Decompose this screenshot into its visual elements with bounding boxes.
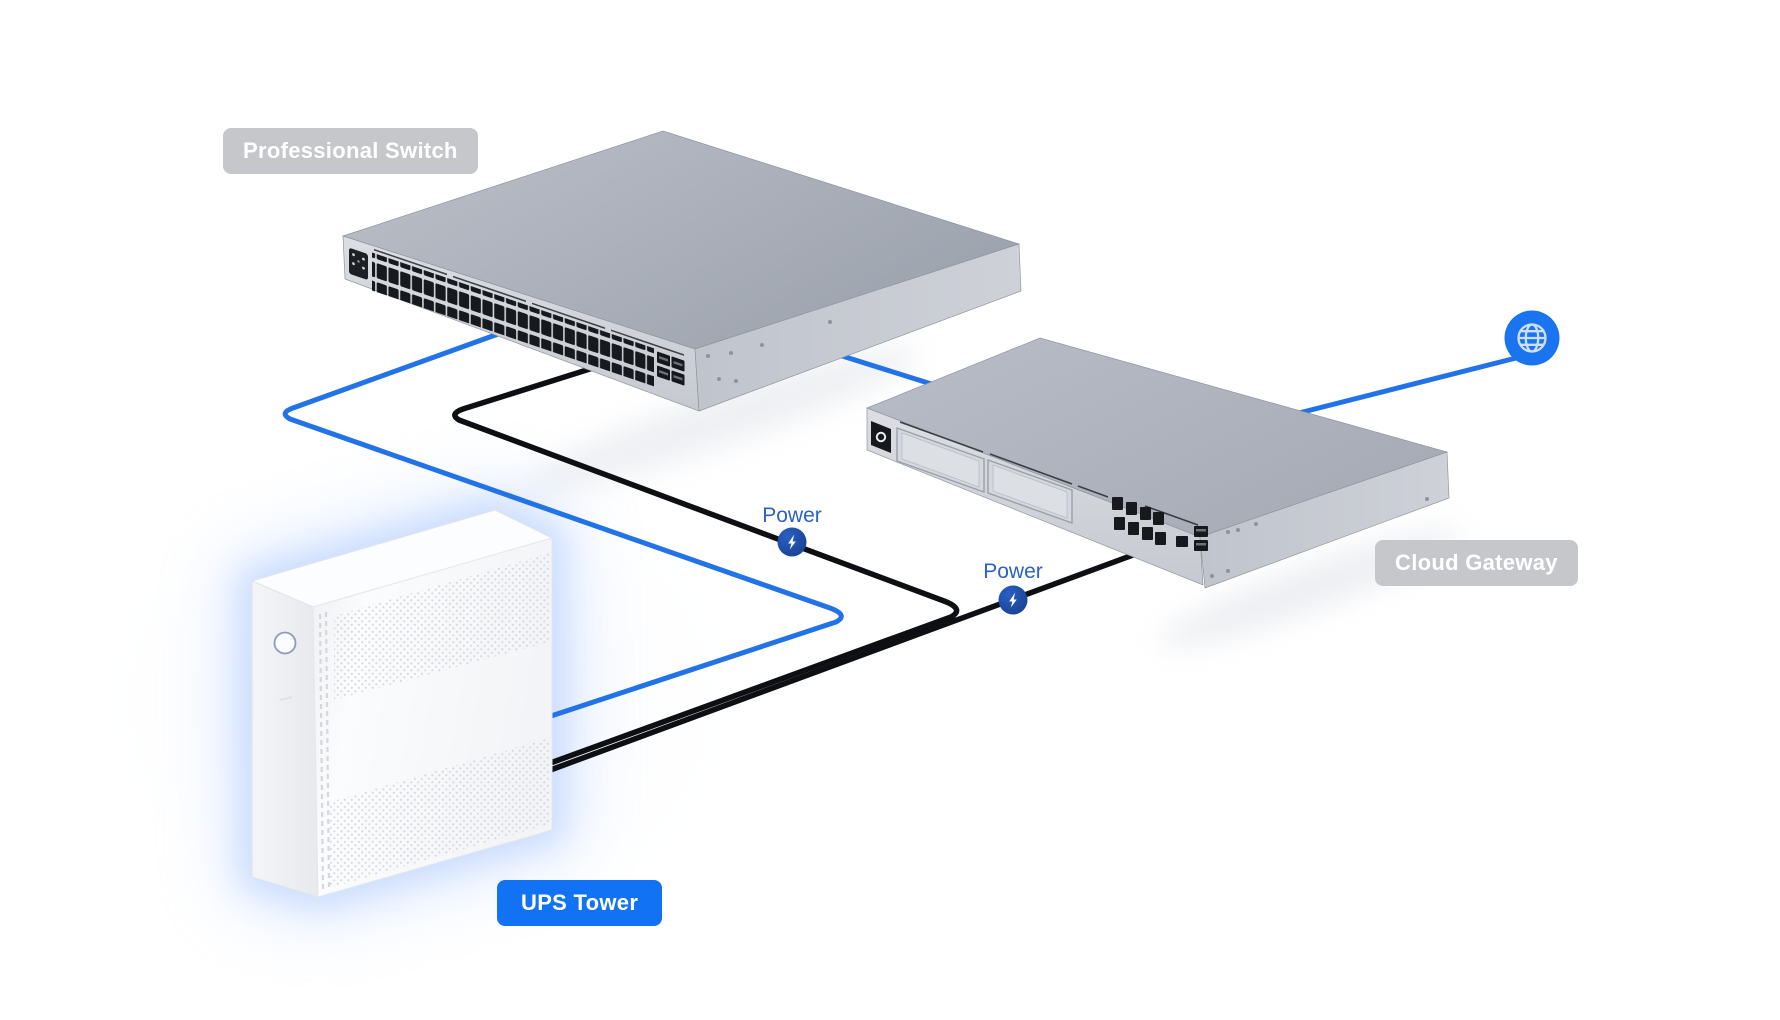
switch-side-face <box>694 243 1022 412</box>
gateway-side-screws <box>1210 497 1429 578</box>
lightning-bolt-icon <box>788 534 796 550</box>
gateway-sfp-ports <box>1176 526 1208 551</box>
switch-sfp-ports <box>657 351 685 386</box>
network-line-switch-ups <box>282 326 844 721</box>
switch-front-details <box>349 248 685 387</box>
professional-switch-device <box>341 130 1022 412</box>
network-line-gateway-internet <box>1292 354 1523 417</box>
ups-power-button-icon <box>273 631 297 655</box>
switch-console-block <box>349 248 368 280</box>
cloud-gateway-device <box>866 337 1450 589</box>
label-ups-tower: UPS Tower <box>497 880 663 926</box>
gateway-display <box>871 421 891 453</box>
power-badge-switch <box>777 527 807 557</box>
power-label-switch: Power <box>762 504 822 527</box>
ups-front-mark <box>279 696 293 701</box>
ups-front-face <box>251 580 319 898</box>
power-line-ups-switch <box>452 359 960 768</box>
switch-rj45-ports <box>372 252 654 387</box>
switch-port-group-lines <box>374 248 684 356</box>
switch-side-screws <box>706 320 832 383</box>
gateway-side-face <box>1199 451 1450 589</box>
globe-icon <box>1504 310 1560 366</box>
label-cloud-gateway: Cloud Gateway <box>1375 540 1578 586</box>
ups-seam-slots <box>318 611 331 891</box>
power-label-gateway: Power <box>983 560 1043 583</box>
power-line-ups-gateway <box>542 542 1163 775</box>
gateway-drive-bays <box>896 421 1199 526</box>
power-badge-gateway <box>998 585 1028 615</box>
ups-tower-device <box>250 509 554 898</box>
gateway-rj45-ports <box>1112 497 1166 545</box>
label-professional-switch: Professional Switch <box>223 128 478 174</box>
connection-lines <box>282 326 1523 775</box>
lightning-bolt-icon <box>1009 592 1017 608</box>
ups-vent-bands <box>330 553 549 888</box>
